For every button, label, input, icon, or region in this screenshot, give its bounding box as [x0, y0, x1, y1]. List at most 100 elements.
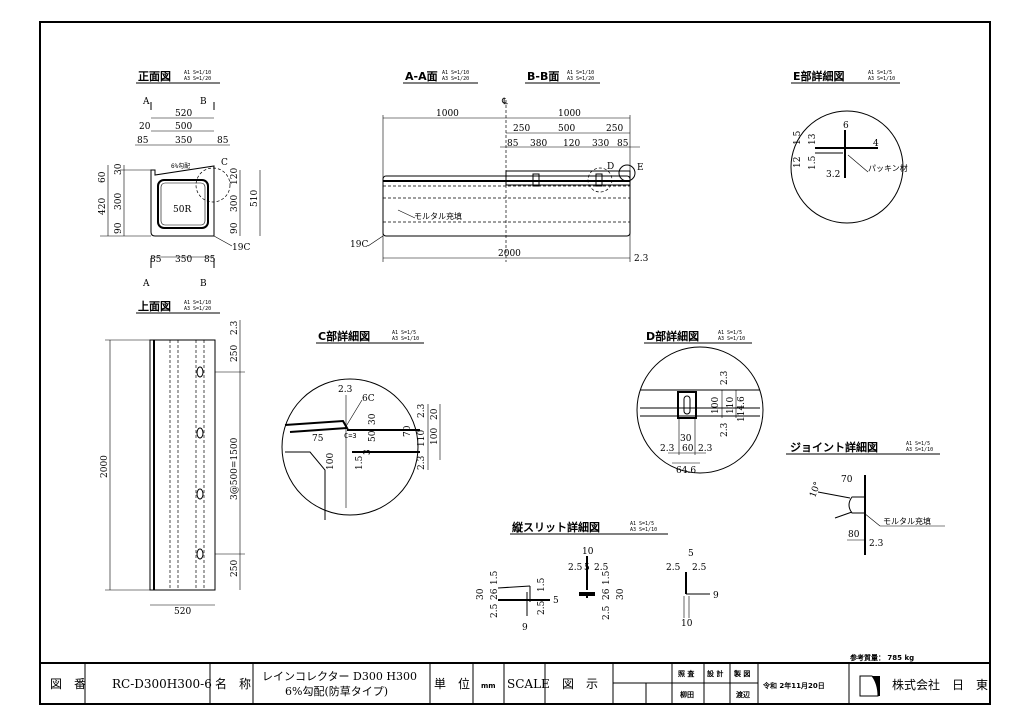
dim-label: A [142, 97, 150, 107]
scale-a3: A3 S=1/10 [630, 527, 657, 533]
dim-label: 1000 [558, 109, 581, 119]
front-view: 正面図 A1 S=1/10 A3 S=1/20 A B 520 20 500 8… [98, 69, 261, 289]
view-title: E部詳細図 [793, 69, 845, 83]
dim-label: 500 [558, 124, 575, 134]
mortar-fill-label: モルタル充填 [414, 211, 462, 221]
scale-a1: A1 S=1/10 [184, 300, 211, 306]
view-title: 縦スリット詳細図 [512, 520, 600, 534]
dim-label: 100 [430, 428, 440, 445]
dim-label: 1.5 [808, 155, 818, 170]
dim-label: 85 [137, 136, 149, 146]
dim-label: 2.3 [869, 539, 884, 549]
dim-label: 70 [841, 475, 853, 485]
dim-label: 85 [217, 136, 229, 146]
slope-label: 6%勾配 [171, 162, 190, 170]
dim-label: 80 [848, 530, 860, 540]
dim-label: 2.3 [660, 444, 675, 454]
dim-label: 120 [563, 139, 580, 149]
company-name: 株式会社 日 東 [892, 677, 988, 692]
dim-label: 120 [230, 168, 240, 185]
dim-label: 250 [513, 124, 530, 134]
dim-label: 3 [363, 449, 373, 455]
dim-label: 26 [602, 588, 612, 600]
dim-label: 510 [250, 190, 260, 207]
dim-label: 1.5 [537, 577, 547, 592]
dim-label: 1.5 [355, 455, 365, 470]
dim-label: 64.6 [676, 466, 696, 476]
dim-label: 70 [403, 425, 413, 437]
dim-label: A [142, 279, 150, 289]
dim-label: 2000 [100, 455, 110, 478]
detail-c-view: C部詳細図 A1 S=1/5 A3 S=1/10 2.3 6C 30 2.3 2… [281, 329, 441, 520]
dim-label: 2.3 [230, 320, 240, 335]
scale-a1: A1 S=1/5 [630, 521, 654, 527]
scale-a3: A3 S=1/20 [184, 306, 211, 312]
view-title: 上面図 [138, 299, 171, 313]
detail-joint-view: ジョイント詳細図 A1 S=1/5 A3 S=1/10 70 10° モルタル充… [786, 440, 945, 555]
dim-label: 50R [173, 205, 191, 215]
dim-label: 1.5 [793, 130, 803, 145]
dim-label: 6 [843, 121, 849, 131]
dim-label: 30 [368, 413, 378, 425]
dim-label: 3.2 [826, 170, 840, 180]
dim-label: 10 [681, 619, 693, 629]
dim-label: 1000 [436, 109, 459, 119]
view-title: D部詳細図 [646, 329, 699, 343]
dim-label: 2000 [498, 249, 521, 259]
scale-a3: A3 S=1/20 [567, 76, 594, 82]
dim-label: 250 [606, 124, 623, 134]
dim-label: 50 [368, 430, 378, 442]
dim-label: 5 [553, 596, 559, 606]
dim-label: 2.5 [602, 605, 612, 620]
reference-weight: 参考質量： 785 kg [850, 653, 914, 662]
checker-name: 柳田 [680, 690, 694, 699]
unit-value: mm [481, 682, 496, 690]
title-block: 図 番 RC-D300H300-6 名 称 レインコレクター D300 H300… [40, 662, 990, 704]
dim-label: 100 [711, 397, 721, 414]
dim-label: 110 [726, 397, 736, 414]
dim-label: 520 [174, 607, 191, 617]
dim-label: 350 [175, 255, 192, 265]
scale-a1: A1 S=1/5 [906, 441, 930, 447]
scale-a1: A1 S=1/5 [392, 330, 416, 336]
scale-a1: A1 S=1/5 [718, 330, 742, 336]
dim-label: 100 [326, 453, 336, 470]
dim-label: 5 [584, 563, 590, 573]
dim-label: C=3 [344, 432, 357, 440]
scale-a3: A3 S=1/10 [906, 447, 933, 453]
view-title: B-B面 [527, 70, 559, 83]
dim-label: 85 [204, 255, 216, 265]
dim-label: 85 [617, 139, 629, 149]
dim-label: 250 [230, 560, 240, 577]
scale-a3: A3 S=1/10 [392, 336, 419, 342]
dim-label: B [200, 279, 207, 289]
draft-label: 製 図 [733, 669, 750, 678]
dim-label: 20 [139, 122, 151, 132]
dim-label: 2.5 [568, 563, 583, 573]
view-title: 正面図 [138, 69, 171, 83]
dim-label: 5 [688, 549, 694, 559]
dim-label: 85 [150, 255, 162, 265]
dim-label: 6C [362, 394, 375, 404]
dim-label: 19C [350, 240, 368, 250]
view-title: ジョイント詳細図 [790, 440, 878, 454]
dim-label: 75 [312, 434, 324, 444]
scale-a3: A3 S=1/20 [184, 76, 211, 82]
dim-label: 2.5 [594, 563, 609, 573]
scale-a1: A1 S=1/10 [184, 70, 211, 76]
product-name-line2: 6%勾配(防草タイプ) [285, 684, 388, 698]
view-title: C部詳細図 [318, 329, 370, 343]
dim-label: 1.5 [490, 570, 500, 585]
dim-label: 30 [616, 588, 626, 600]
section-view: A-A面 A1 S=1/10 A3 S=1/20 B-B面 A1 S=1/10 … [350, 70, 649, 264]
dim-label: 300 [114, 193, 124, 210]
dim-label: 500 [175, 122, 192, 132]
check-label: 照 査 [678, 669, 695, 678]
dim-label: 10° [808, 481, 823, 499]
dim-label: 30 [680, 434, 692, 444]
dim-label: 350 [175, 136, 192, 146]
dim-label: 380 [530, 139, 547, 149]
dim-label: 2.5 [537, 600, 547, 615]
dim-label: 2.5 [692, 563, 707, 573]
